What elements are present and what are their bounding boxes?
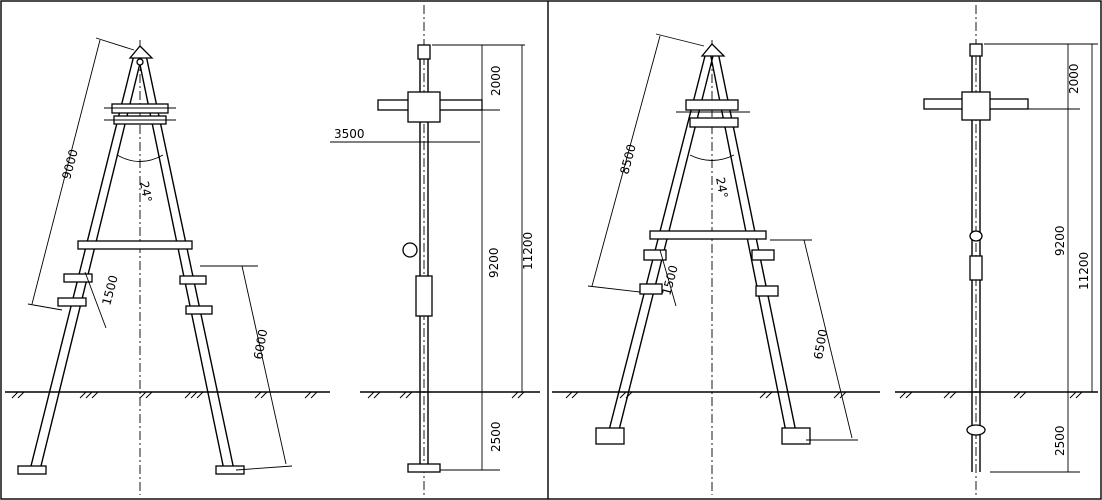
dim-label-8500: 8500 [617, 143, 638, 176]
right-clamp-bottom [755, 285, 779, 297]
crossarm-upper [685, 99, 739, 111]
dim-label-1500: 1500 [99, 274, 120, 307]
apex-cap [700, 43, 726, 57]
right-leg-outer [717, 51, 799, 443]
mid-brace [77, 240, 193, 250]
dim-label-3500: 3500 [334, 127, 365, 141]
left-clamp-bottom [639, 283, 663, 295]
pole-top-cap [417, 44, 431, 60]
panel-3-a-frame-front: 8500 24° 1500 6500 [552, 33, 880, 495]
dim-label-6000: 6000 [251, 328, 270, 361]
dim-label-9200: 9200 [1053, 225, 1067, 256]
right-foot [215, 465, 245, 475]
angle-arc [116, 154, 164, 162]
panel-2-side-view: 2000 3500 9200 11200 2500 [330, 5, 540, 495]
dim-label-2000: 2000 [1067, 63, 1081, 94]
right-stub-clamp-bottom [185, 305, 213, 315]
splice-joint [415, 275, 433, 317]
panel-1-a-frame-front: 9000 24° 1500 6000 [5, 37, 330, 495]
apex-bolt [136, 58, 144, 66]
pole-ring [969, 230, 983, 242]
left-leg-inner [615, 51, 715, 443]
dim-line-9000 [31, 39, 101, 305]
dim-label-9000: 9000 [59, 148, 80, 181]
crossarm-lower [689, 117, 739, 128]
right-clamp-top [751, 249, 775, 261]
dim-label-2500: 2500 [489, 421, 503, 452]
pole-foot [407, 463, 441, 473]
dim-label-2500: 2500 [1053, 425, 1067, 456]
angle-arc [689, 154, 735, 161]
dim-label-11200: 11200 [521, 232, 535, 270]
dim-label-6500: 6500 [811, 328, 830, 361]
right-anchor [781, 427, 811, 445]
dim-label-2000: 2000 [489, 65, 503, 96]
apex-cap [128, 45, 154, 59]
ground-hatch [11, 391, 318, 399]
angle-label: 24° [137, 180, 154, 203]
right-stub-clamp-top [179, 275, 207, 285]
left-anchor [595, 427, 625, 445]
right-leg-inner [709, 51, 789, 443]
panel-4-side-view: 2000 9200 11200 2500 [895, 5, 1098, 495]
left-clamp-top [643, 249, 667, 261]
dim-line-6500 [803, 239, 853, 439]
splice-joint [969, 255, 983, 281]
anchor-ring [966, 424, 986, 436]
crossarm-bracket [961, 91, 991, 121]
left-foot [17, 465, 47, 475]
dim-line-1500 [659, 249, 677, 307]
dim-label-11200: 11200 [1077, 252, 1091, 290]
dim-line-6000 [241, 265, 287, 465]
left-leg-outer [605, 51, 707, 443]
left-stub-clamp-top [63, 273, 93, 283]
dim-label-1500: 1500 [659, 264, 680, 297]
dim-line-8500 [591, 35, 661, 287]
pole-ring [402, 242, 418, 258]
crossarm-bracket [407, 91, 441, 123]
left-stub-clamp-bottom [57, 297, 87, 307]
crossarm-upper [111, 103, 169, 114]
mid-brace [649, 230, 767, 240]
dim-line-1500 [84, 271, 107, 329]
dim-label-9200: 9200 [487, 247, 501, 278]
pole-top-cap [969, 43, 983, 57]
angle-label: 24° [713, 176, 730, 199]
